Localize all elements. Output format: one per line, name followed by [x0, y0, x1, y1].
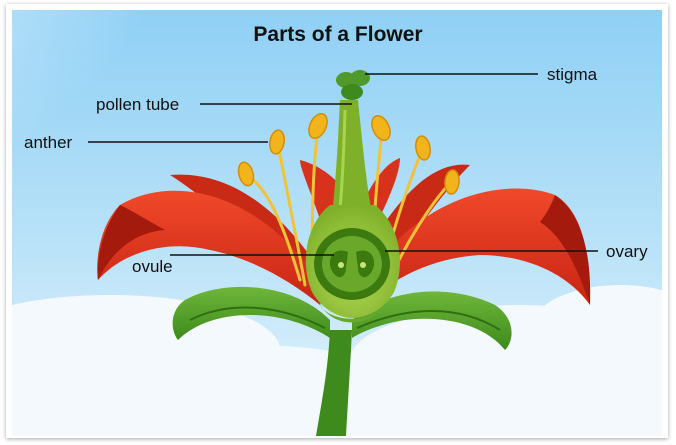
ovary-label: ovary [606, 243, 648, 260]
ovule-label: ovule [132, 258, 173, 275]
ovule-dot-right [360, 262, 366, 268]
pollen-tube-label: pollen tube [96, 96, 179, 113]
diagram-title: Parts of a Flower [0, 24, 676, 45]
ovule-dot-left [338, 262, 344, 268]
anther-label: anther [24, 134, 72, 151]
stigma-label: stigma [547, 66, 597, 83]
